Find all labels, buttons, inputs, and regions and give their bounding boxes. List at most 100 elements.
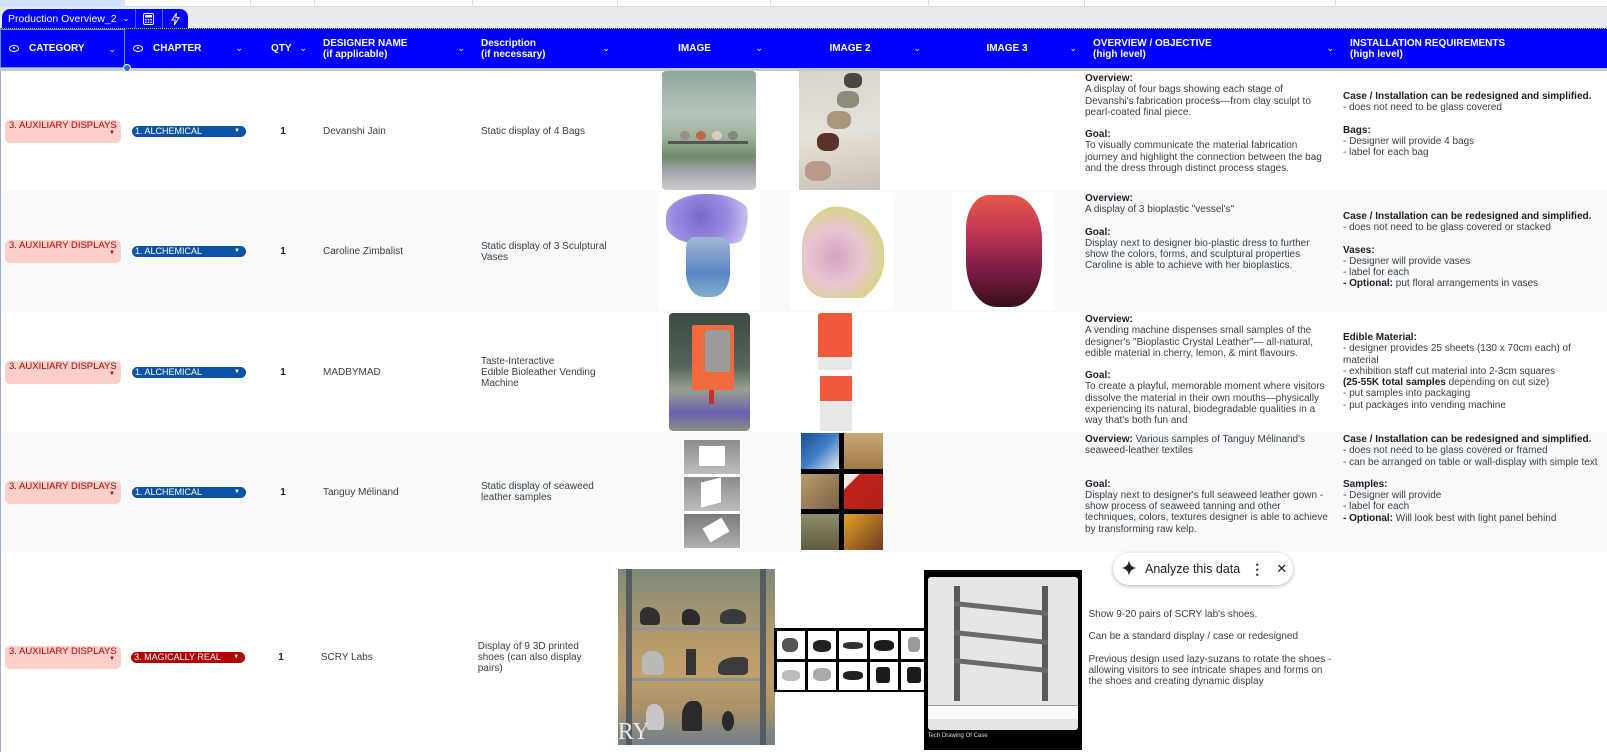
qty-cell[interactable]: 1 (280, 125, 286, 137)
overview-cell[interactable]: Overview:A display of 3 bioplastic "vess… (1079, 191, 1337, 312)
chapter-chip[interactable]: 1. ALCHEMICAL▼ (132, 486, 246, 498)
grid-cell[interactable] (315, 0, 473, 7)
seaweed-leather-samples-grid[interactable] (801, 433, 883, 550)
grid-cell[interactable] (125, 0, 251, 7)
chapter-chip[interactable]: 1. ALCHEMICAL▼ (132, 246, 246, 257)
category-cell[interactable]: 3. AUXILIARY DISPLAYS▼ (0, 312, 125, 432)
category-chip[interactable]: 3. AUXILIARY DISPLAYS▼ (5, 240, 121, 263)
installation-cell[interactable]: Case / Installation can be redesigned an… (1337, 71, 1607, 191)
installation-cell[interactable] (1339, 552, 1607, 752)
analyze-data-chip[interactable]: Analyze this data ⋮ ✕ (1113, 553, 1293, 585)
description-cell[interactable]: Taste-Interactive Edible Bioleather Vend… (481, 355, 596, 389)
grid-cell[interactable] (251, 0, 315, 7)
image-2-cell[interactable] (771, 191, 932, 312)
column-header-installation[interactable]: INSTALLATION REQUIREMENTS (high level) (1342, 29, 1607, 68)
column-header-qty[interactable]: QTY ⌄ (251, 29, 315, 68)
chevron-down-icon[interactable]: ⌄ (299, 43, 307, 53)
purple-vase[interactable] (658, 192, 760, 310)
overview-cell[interactable]: Overview: Various samples of Tanguy Méli… (1079, 432, 1337, 552)
installation-cell[interactable]: Case / Installation can be redesigned an… (1337, 191, 1607, 312)
shoe-grid-photos[interactable] (773, 628, 934, 692)
edible-bioplastic-packaging[interactable] (817, 313, 854, 431)
column-header-image-3[interactable]: IMAGE 3 ⌄ (929, 29, 1085, 68)
designer-cell[interactable]: Devanshi Jain (323, 125, 386, 137)
pink-yellow-vase[interactable] (790, 192, 893, 310)
category-chip[interactable]: 3. AUXILIARY DISPLAYS▼ (5, 360, 121, 384)
designer-cell[interactable]: SCRY Labs (320, 651, 373, 663)
chapter-cell[interactable]: 1. ALCHEMICAL▼ (125, 432, 251, 552)
bags-display-render[interactable] (662, 71, 756, 190)
grid-cell[interactable] (929, 0, 1085, 7)
column-header-category[interactable]: CATEGORY ⌄ (0, 29, 125, 68)
chevron-down-icon[interactable]: ⌄ (602, 43, 610, 53)
chapter-cell[interactable]: 1. ALCHEMICAL▼ (125, 71, 251, 191)
table-name[interactable]: Production Overview_2 (8, 12, 117, 25)
column-header-chapter[interactable]: CHAPTER ⌄ (125, 29, 251, 68)
chevron-down-icon[interactable]: ⌄ (108, 44, 116, 54)
category-cell[interactable]: 3. AUXILIARY DISPLAYS▼ (0, 432, 125, 552)
chapter-chip[interactable]: 1. ALCHEMICAL▼ (132, 366, 246, 378)
chapter-cell[interactable]: 3. MAGICALLY REAL▼ (124, 552, 249, 755)
category-chip[interactable]: 3. AUXILIARY DISPLAYS▼ (5, 480, 121, 504)
grid-cell[interactable] (1336, 0, 1607, 7)
shoe-shelf-render[interactable]: RY (617, 569, 775, 745)
qty-cell[interactable]: 1 (278, 651, 284, 663)
image-2-cell[interactable] (771, 552, 934, 752)
column-header-designer[interactable]: DESIGNER NAME (if applicable) ⌄ (315, 29, 473, 68)
vending-machine-render[interactable] (669, 313, 750, 431)
grid-cell[interactable] (1085, 0, 1336, 7)
qty-cell[interactable]: 1 (280, 486, 286, 498)
column-header-image[interactable]: IMAGE ⌄ (618, 29, 771, 68)
chapter-chip[interactable]: 1. ALCHEMICAL▼ (132, 125, 246, 137)
image-3-cell[interactable] (932, 191, 1079, 312)
overview-cell[interactable]: Overview:A vending machine dispenses sma… (1079, 312, 1337, 432)
image-cell[interactable] (645, 71, 771, 191)
chevron-down-icon[interactable]: ⌄ (913, 43, 921, 53)
description-cell[interactable]: Display of 9 3D printed shoes (can also … (477, 640, 582, 674)
column-header-overview[interactable]: OVERVIEW / OBJECTIVE (high level) ⌄ (1085, 29, 1342, 68)
image-cell[interactable] (645, 312, 771, 432)
image-2-cell[interactable] (771, 71, 932, 191)
description-cell[interactable]: Static display of 4 Bags (481, 125, 585, 137)
chevron-down-icon[interactable]: ⌄ (122, 14, 130, 23)
chapter-cell[interactable]: 1. ALCHEMICAL▼ (125, 191, 251, 312)
image-2-cell[interactable] (771, 432, 932, 552)
image-cell[interactable]: RY (614, 552, 775, 752)
four-bags-photo[interactable] (799, 71, 880, 190)
column-header-image-2[interactable]: IMAGE 2 ⌄ (771, 29, 929, 68)
category-cell[interactable]: 3. AUXILIARY DISPLAYS▼ (0, 71, 125, 191)
overview-cell[interactable]: Overview:A display of four bags showing … (1079, 71, 1337, 191)
grid-cell[interactable] (0, 0, 125, 7)
chapter-chip[interactable]: 3. MAGICALLY REAL▼ (131, 651, 246, 663)
close-icon[interactable]: ✕ (1276, 561, 1288, 576)
chevron-down-icon[interactable]: ⌄ (1069, 43, 1077, 53)
wall-display-renders[interactable] (683, 440, 741, 550)
grid-cell[interactable] (771, 0, 929, 7)
column-header-description[interactable]: Description (if necessary) ⌄ (473, 29, 618, 68)
image-3-cell[interactable]: Tech Drawing Of Case (923, 552, 1083, 752)
image-3-cell[interactable] (932, 432, 1079, 552)
grid-cell[interactable] (618, 0, 771, 7)
column-resize-handle[interactable] (123, 64, 131, 72)
designer-cell[interactable]: Tanguy Mélinand (323, 486, 399, 498)
overview-cell[interactable]: Show 9-20 pairs of SCRY lab's shoes.Can … (1082, 552, 1338, 752)
designer-cell[interactable]: MADBYMAD (323, 366, 381, 378)
image-3-cell[interactable] (932, 312, 1079, 432)
description-cell[interactable]: Static display of 3 Sculptural Vases (481, 240, 607, 263)
image-2-cell[interactable] (771, 312, 932, 432)
category-cell[interactable]: 3. AUXILIARY DISPLAYS▼ (0, 552, 124, 755)
chevron-down-icon[interactable]: ⌄ (235, 43, 243, 53)
technical-drawing-of-case[interactable]: Tech Drawing Of Case (923, 570, 1082, 750)
qty-cell[interactable]: 1 (280, 246, 286, 257)
table-tab[interactable]: Production Overview_2 ⌄ (2, 9, 188, 28)
image-3-cell[interactable] (932, 71, 1079, 191)
chevron-down-icon[interactable]: ⌄ (1326, 43, 1334, 53)
category-chip[interactable]: 3. AUXILIARY DISPLAYS▼ (5, 119, 121, 143)
chapter-cell[interactable]: 1. ALCHEMICAL▼ (125, 312, 251, 432)
more-vert-icon[interactable]: ⋮ (1250, 560, 1265, 577)
grid-cell[interactable] (473, 0, 618, 7)
installation-cell[interactable]: Edible Material:- designer provides 25 s… (1337, 312, 1607, 432)
installation-cell[interactable]: Case / Installation can be redesigned an… (1337, 432, 1607, 552)
category-chip[interactable]: 3. AUXILIARY DISPLAYS▼ (5, 645, 121, 669)
qty-cell[interactable]: 1 (280, 366, 286, 378)
